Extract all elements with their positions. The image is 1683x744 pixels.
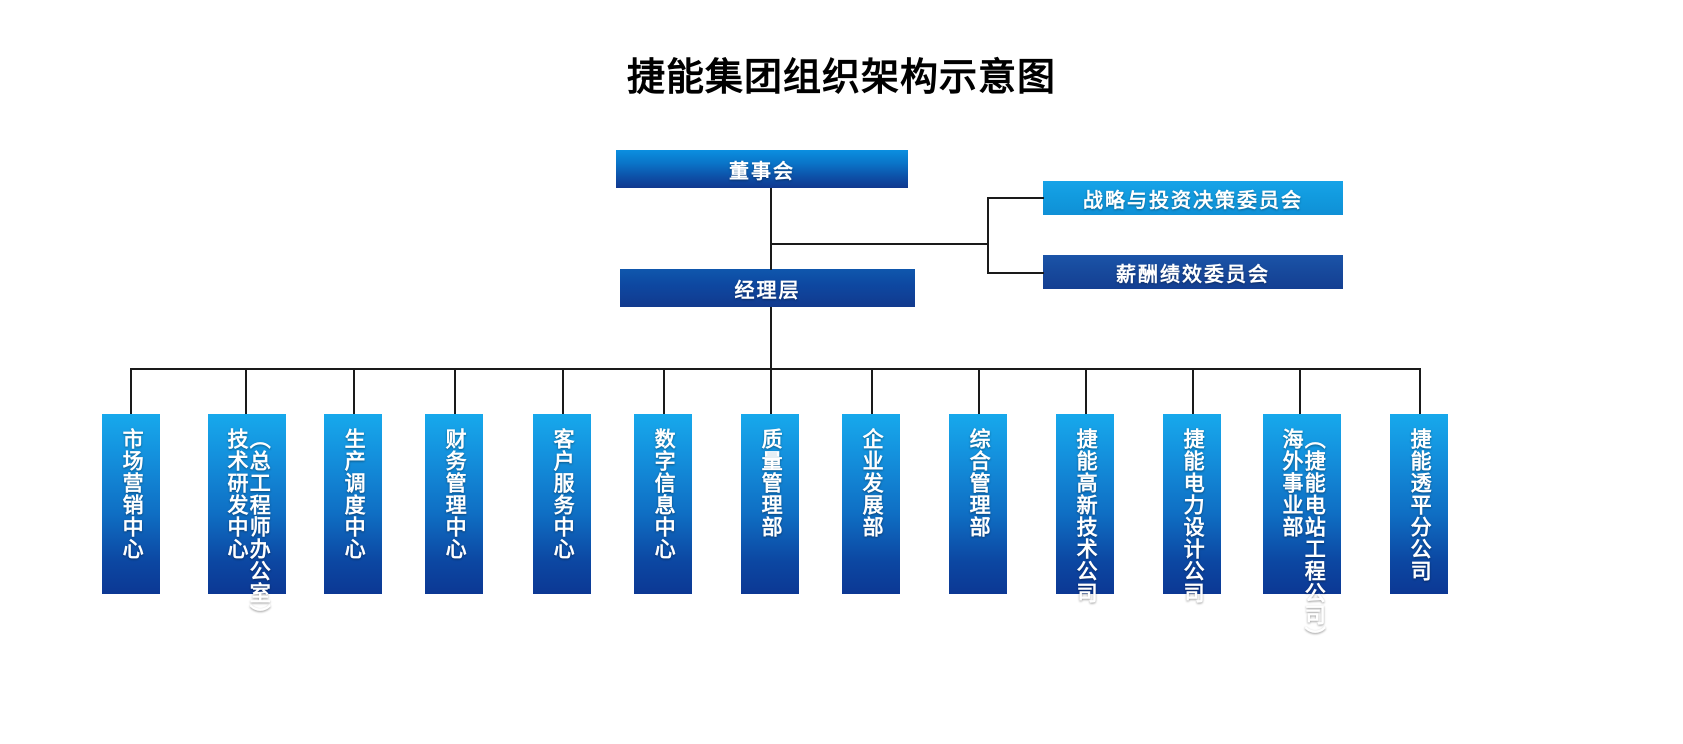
page-title: 捷能集团组织架构示意图	[626, 57, 1056, 99]
connector-drop-11	[1192, 368, 1194, 416]
dept-label-2-col-1: 技术研发中心	[225, 428, 248, 560]
dept-label-9-col-0: 综合管理部	[967, 428, 991, 538]
dept-label-5-col-0: 客户服务中心	[551, 428, 575, 560]
dept-box-9[interactable]: 综合管理部	[949, 414, 1007, 594]
node-board-of-directors[interactable]: 董事会	[616, 150, 908, 188]
dept-label-3-col-0: 生产调度中心	[342, 428, 366, 560]
dept-text-stack-9: 综合管理部	[949, 428, 1007, 538]
committee-compensation-label: 薪酬绩效委员会	[1116, 263, 1270, 286]
dept-label-12-col-0: （捷能电站工程公司）	[1302, 428, 1326, 648]
connector-drop-4	[454, 368, 456, 416]
connector-board-to-management	[770, 243, 772, 270]
connector-drop-1	[130, 368, 132, 416]
dept-box-4[interactable]: 财务管理中心	[425, 414, 483, 594]
dept-text-stack-12: （捷能电站工程公司） 海外事业部	[1263, 428, 1341, 648]
dept-text-stack-7: 质量管理部	[741, 428, 799, 538]
dept-label-1-col-0: 市场营销中心	[120, 428, 144, 560]
connector-board-to-committee-trunk	[770, 243, 988, 245]
node-board-label: 董事会	[729, 160, 795, 183]
dept-label-8-col-0: 企业发展部	[860, 428, 884, 538]
node-management-layer[interactable]: 经理层	[620, 269, 915, 307]
connector-committee-trunk	[987, 197, 989, 273]
dept-text-stack-2: （总工程师办公室） 技术研发中心	[208, 428, 286, 626]
connector-drop-2	[245, 368, 247, 416]
dept-label-4-col-0: 财务管理中心	[443, 428, 467, 560]
dept-text-stack-1: 市场营销中心	[102, 428, 160, 560]
dept-box-10[interactable]: 捷能高新技术公司	[1056, 414, 1114, 604]
connector-drop-13	[1419, 368, 1421, 416]
connector-drop-12	[1299, 368, 1301, 416]
dept-label-13-col-0: 捷能透平分公司	[1408, 428, 1432, 582]
dept-text-stack-8: 企业发展部	[842, 428, 900, 538]
dept-text-stack-3: 生产调度中心	[324, 428, 382, 560]
dept-text-stack-13: 捷能透平分公司	[1390, 428, 1448, 582]
connector-drop-3	[353, 368, 355, 416]
dept-label-7-col-0: 质量管理部	[759, 428, 783, 538]
dept-box-6[interactable]: 数字信息中心	[634, 414, 692, 594]
dept-label-10-col-0: 捷能高新技术公司	[1074, 428, 1098, 604]
connector-drop-10	[1085, 368, 1087, 416]
connector-board-down	[770, 188, 772, 244]
dept-box-5[interactable]: 客户服务中心	[533, 414, 591, 594]
connector-drop-5	[562, 368, 564, 416]
dept-box-8[interactable]: 企业发展部	[842, 414, 900, 594]
dept-label-2-col-0: （总工程师办公室）	[247, 428, 271, 626]
node-compensation-performance-committee[interactable]: 薪酬绩效委员会	[1043, 255, 1343, 289]
connector-drop-7	[770, 368, 772, 416]
node-management-label: 经理层	[734, 279, 801, 302]
dept-box-1[interactable]: 市场营销中心	[102, 414, 160, 594]
dept-text-stack-11: 捷能电力设计公司	[1163, 428, 1221, 604]
connector-drop-8	[871, 368, 873, 416]
dept-text-stack-5: 客户服务中心	[533, 428, 591, 560]
committee-strategy-label: 战略与投资决策委员会	[1083, 189, 1303, 212]
dept-box-7[interactable]: 质量管理部	[741, 414, 799, 594]
dept-box-3[interactable]: 生产调度中心	[324, 414, 382, 594]
dept-text-stack-6: 数字信息中心	[634, 428, 692, 560]
dept-box-12[interactable]: （捷能电站工程公司） 海外事业部	[1263, 414, 1341, 648]
dept-label-6-col-0: 数字信息中心	[652, 428, 676, 560]
dept-box-2[interactable]: （总工程师办公室） 技术研发中心	[208, 414, 286, 626]
dept-label-12-col-1: 海外事业部	[1280, 428, 1303, 538]
dept-text-stack-4: 财务管理中心	[425, 428, 483, 560]
connector-management-down	[770, 307, 772, 369]
connector-drop-9	[978, 368, 980, 416]
dept-label-11-col-0: 捷能电力设计公司	[1181, 428, 1205, 604]
dept-box-13[interactable]: 捷能透平分公司	[1390, 414, 1448, 594]
node-strategy-investment-committee[interactable]: 战略与投资决策委员会	[1043, 181, 1343, 215]
connector-to-compensation-committee	[987, 272, 1044, 274]
connector-drop-6	[663, 368, 665, 416]
connector-departments-bus	[130, 368, 1420, 370]
dept-text-stack-10: 捷能高新技术公司	[1056, 428, 1114, 604]
dept-box-11[interactable]: 捷能电力设计公司	[1163, 414, 1221, 604]
connector-to-strategy-committee	[987, 197, 1044, 199]
